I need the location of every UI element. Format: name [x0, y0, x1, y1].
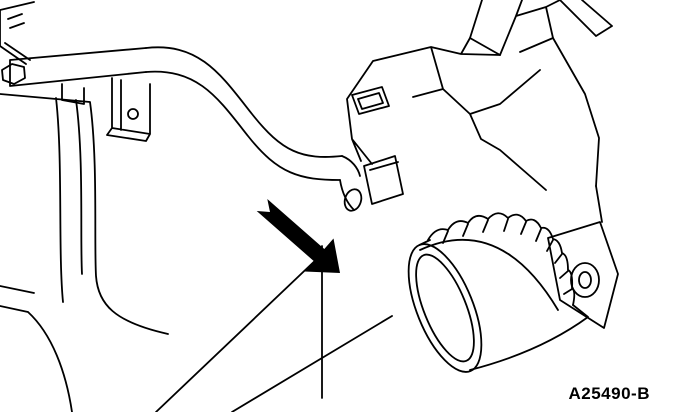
frame-rail — [1, 47, 151, 142]
hose-tube — [145, 46, 363, 212]
filter-end-cap — [407, 243, 483, 373]
figure-code-label: A25490-B — [568, 384, 650, 403]
engine-main-facets — [346, 37, 600, 191]
corner-break-lines — [0, 1, 35, 65]
engine-bolt-boss — [351, 86, 390, 115]
boss-hole-outer — [570, 262, 600, 298]
boss-hole-inner — [578, 271, 592, 289]
tube-end-bend — [339, 155, 361, 211]
filter-flute-inner-arc — [419, 238, 559, 311]
hanging-bracket — [106, 77, 151, 142]
tube-bracket-outline — [363, 155, 404, 205]
tube-clip-loop — [343, 188, 363, 212]
tube-lower-edge — [145, 70, 341, 181]
bracket-hole — [127, 108, 139, 120]
boss-outline — [547, 185, 619, 329]
filter-mount-boss — [547, 185, 619, 329]
left-splash-panel — [0, 93, 169, 412]
engine-upper-pieces — [469, 0, 613, 56]
callout-arrow-icon — [256, 199, 340, 273]
oil-filter — [407, 212, 589, 373]
filter-flute-scallops — [427, 212, 576, 306]
panel-lines — [0, 93, 169, 412]
line-art — [0, 0, 619, 412]
diagonal-reference-lines — [155, 255, 393, 412]
tube-bracket — [363, 155, 404, 205]
bolt-head — [1, 63, 26, 85]
tube-upper-edge — [145, 46, 343, 158]
reference-lines — [155, 245, 393, 412]
filter-flute-ticks — [442, 218, 573, 295]
body-panel-topleft — [0, 1, 35, 65]
filter-bottom-edge — [469, 304, 589, 371]
rail-lines — [9, 47, 147, 105]
engine-block — [346, 0, 613, 191]
filter-end-cap-seam — [415, 253, 475, 363]
